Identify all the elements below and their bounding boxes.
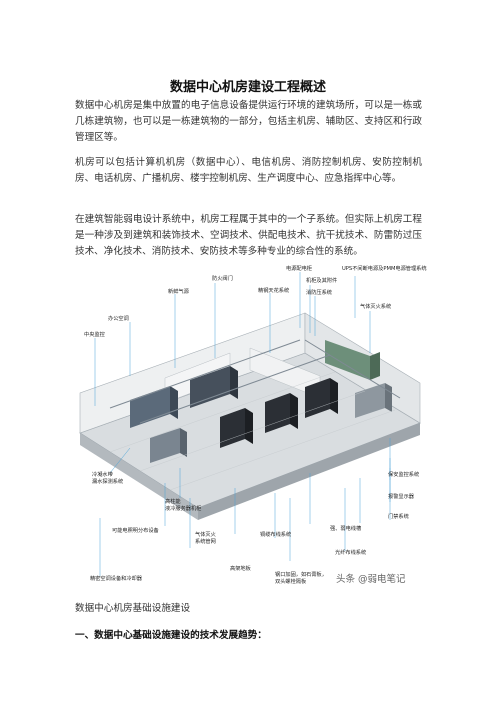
- callout-alarm: 报警显示器: [388, 492, 415, 500]
- floor-edge-right: [198, 423, 420, 520]
- callout-hot-aisle-line-1: 高柱能: [165, 497, 181, 505]
- data-center-diagram: 办公空调 新鲜气源 防火阀门 精钢天花系统 电源配电柜 机柜及其附件 消防压系统…: [70, 258, 430, 594]
- callout-water-leak-line-1: 冷凝水带: [92, 470, 113, 478]
- figure-caption: 数据中心机房基础设施建设: [75, 603, 191, 614]
- callout-fresh-air: 新鲜气源: [168, 287, 190, 295]
- partition-wall-2: [249, 347, 321, 399]
- callout-office-ac: 办公空调: [108, 314, 129, 322]
- callout-wall-line-1: 钢口加固，如石膏板，: [275, 570, 327, 578]
- callout-gas-pipe-line-2: 系统管网: [195, 537, 216, 545]
- document-title: 数据中心机房建设工程概述: [169, 80, 326, 95]
- callout-fire-valve: 防火阀门: [212, 274, 233, 282]
- cable-trays: [109, 339, 401, 424]
- data-center-illustration: 办公空调 新鲜气源 防火阀门 精钢天花系统 电源配电柜 机柜及其附件 消防压系统…: [79, 264, 427, 585]
- callout-door: 门禁系统: [388, 512, 409, 520]
- callout-bridge: 铜缆布线系统: [260, 530, 291, 538]
- callout-gas-pipe: 气体灭火 系统管网: [195, 530, 217, 545]
- callout-security-monitor: 保安监控系统: [388, 470, 419, 478]
- callout-hot-aisle: 高柱能 液冷服务器机柜: [165, 497, 201, 512]
- paragraph-2: 机房可以包括计算机机房（数据中心）、电信机房、消防控制机房、安防控制机房、电话机…: [75, 157, 422, 184]
- callout-water-leak-line-2: 漏水探测系统: [92, 477, 123, 485]
- callout-raised-floor: 高架地板: [230, 564, 252, 572]
- callout-cabinet-accessories: 机柜及其附件: [306, 276, 337, 284]
- callout-surge: 消防压系统: [306, 288, 332, 296]
- callout-wall-line-2: 双头螺栓隔板: [275, 577, 307, 585]
- callout-ups: UPS不间断电源及PMM电源管理系统: [342, 264, 427, 272]
- callout-leaders: [94, 272, 391, 576]
- callout-gas-pipe-line-1: 气体灭火: [195, 530, 216, 538]
- callout-ceiling: 精钢天花系统: [258, 286, 289, 294]
- floor-edge-left: [80, 433, 198, 520]
- callout-power-cabinet: 电源配电柜: [286, 264, 312, 272]
- callout-precision-ac: 精密空调设备和冷却器: [90, 574, 143, 582]
- callout-fiber: 光纤布线系统: [335, 548, 366, 556]
- callout-water-leak: 冷凝水带 漏水探测系统: [92, 470, 123, 485]
- server-racks: [130, 340, 392, 463]
- callout-gas-fire: 气体灭火系统: [360, 302, 391, 310]
- callout-cable-tray: 强、弱电线槽: [330, 524, 361, 532]
- callout-wall: 钢口加固，如石膏板， 双头螺栓隔板: [275, 570, 329, 585]
- callout-hot-aisle-line-2: 液冷服务器机柜: [165, 504, 201, 512]
- section-heading: 一、数据中心基础设施建设的技术发展趋势：: [75, 630, 267, 641]
- raised-floor-grid: [109, 371, 396, 491]
- callout-central-monitor: 中央监控: [84, 330, 105, 338]
- callout-lighting: 可能电照明分布设备: [112, 526, 160, 534]
- paragraph-1: 数据中心机房是集中放置的电子信息设备提供运行环境的建筑场所，可以是一栋或几栋建筑…: [75, 100, 422, 143]
- paragraph-3: 在建筑智能弱电设计系统中，机房工程属于其中的一个子系统。但实际上机房工程是一种涉…: [75, 214, 422, 257]
- watermark-text: 头条 @弱电笔记: [336, 573, 406, 585]
